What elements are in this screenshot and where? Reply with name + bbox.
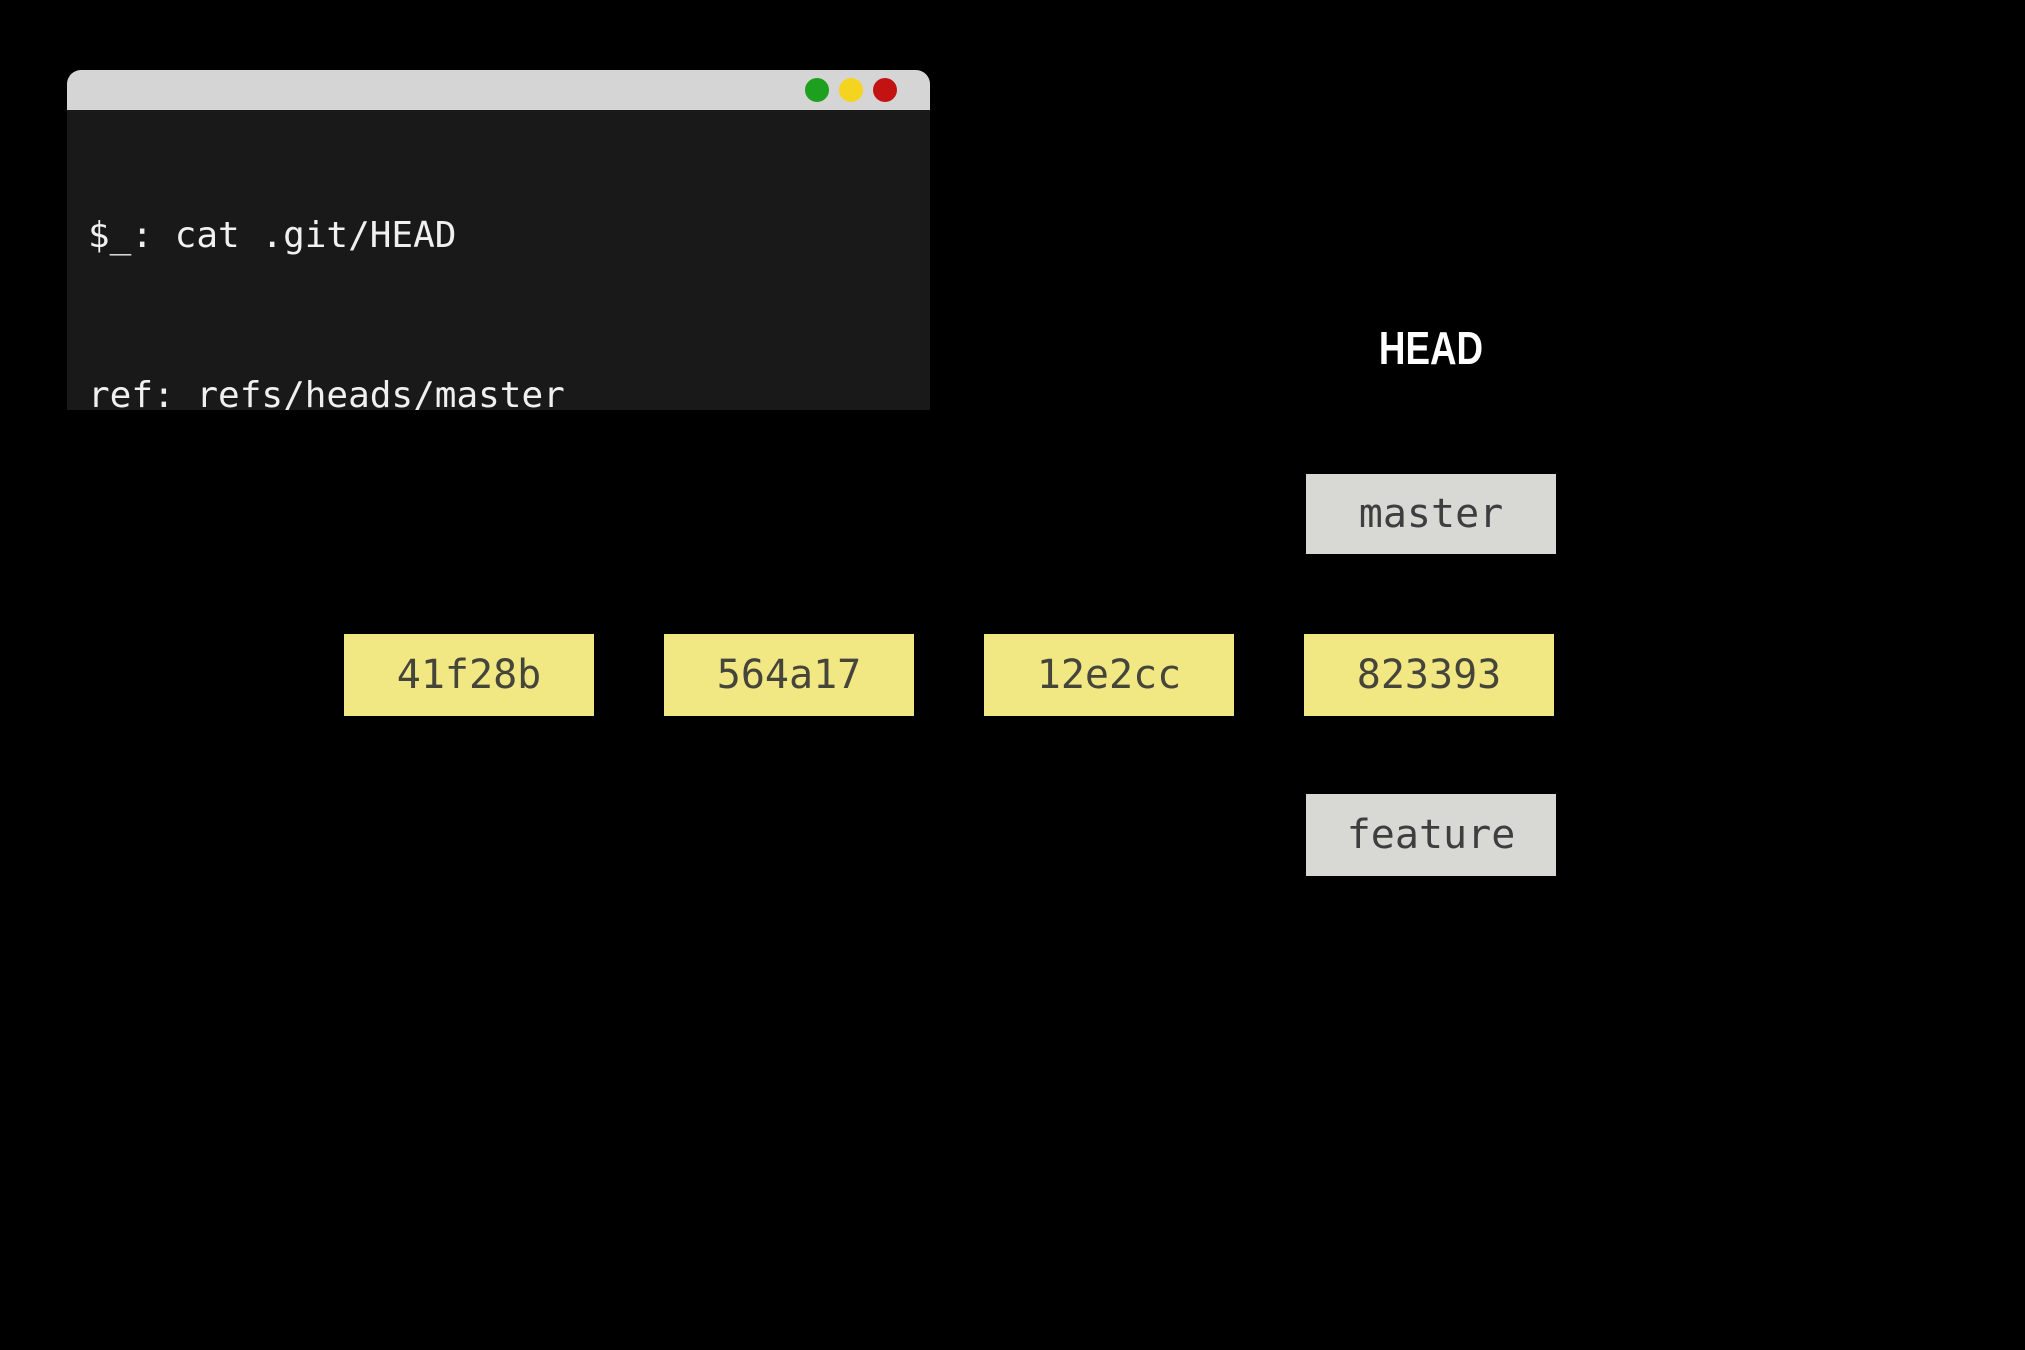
window-button-yellow-icon[interactable] [839,78,863,102]
head-ref-label: HEAD [1378,322,1484,374]
branch-label-feature: feature [1346,812,1516,858]
branch-label-master: master [1358,491,1504,537]
terminal-command-line: $_: cat .git/HEAD [88,215,457,256]
window-button-red-icon[interactable] [873,78,897,102]
terminal-output-line: ref: refs/heads/master [88,375,565,411]
commit-box: 823393 [1304,634,1554,716]
branch-box-feature: feature [1306,794,1556,876]
commit-box: 564a17 [664,634,914,716]
terminal-titlebar [67,70,930,110]
commit-box: 41f28b [344,634,594,716]
branch-box-master: master [1306,474,1556,554]
terminal-window: $_: cat .git/HEAD ref: refs/heads/master [67,70,930,410]
terminal-body: $_: cat .git/HEAD ref: refs/heads/master [67,110,930,410]
commit-box: 12e2cc [984,634,1234,716]
commit-row: 41f28b 564a17 12e2cc 823393 [344,634,1554,716]
window-button-green-icon[interactable] [805,78,829,102]
